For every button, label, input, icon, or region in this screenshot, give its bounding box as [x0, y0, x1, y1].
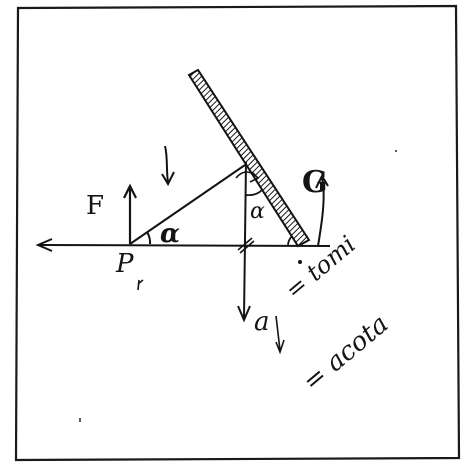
moment-arrow-icon	[315, 173, 329, 247]
label-note-line1: = tomi	[280, 230, 361, 304]
label-point: P	[115, 249, 134, 279]
force-arrow-head	[123, 183, 137, 199]
small-curve-arrow-icon	[235, 171, 260, 183]
accel-arrow-head	[237, 305, 251, 323]
label-accel: a	[254, 307, 270, 337]
label-angle-base: α	[160, 219, 180, 249]
angle-arc-rod	[245, 189, 263, 197]
label-angle-rod: α	[250, 199, 265, 224]
p-mark	[137, 279, 144, 291]
down-arrow-icon	[161, 145, 175, 187]
accel-double-arrow-icon	[275, 315, 285, 355]
contact-tick	[237, 237, 253, 251]
ground-line	[39, 244, 331, 247]
frame-border	[14, 4, 461, 462]
string-line	[129, 164, 246, 245]
inclined-rod	[187, 68, 311, 248]
vertical-axis	[243, 161, 247, 319]
label-force: F	[86, 191, 104, 221]
label-note-line2: = acota	[297, 309, 394, 397]
contact-tick-2	[239, 240, 255, 254]
ground-arrow-left	[35, 238, 53, 252]
angle-arc-foot	[287, 235, 293, 247]
rod-base-dot	[298, 260, 302, 264]
label-moment: G	[302, 165, 328, 200]
angle-arc-base	[146, 231, 152, 245]
